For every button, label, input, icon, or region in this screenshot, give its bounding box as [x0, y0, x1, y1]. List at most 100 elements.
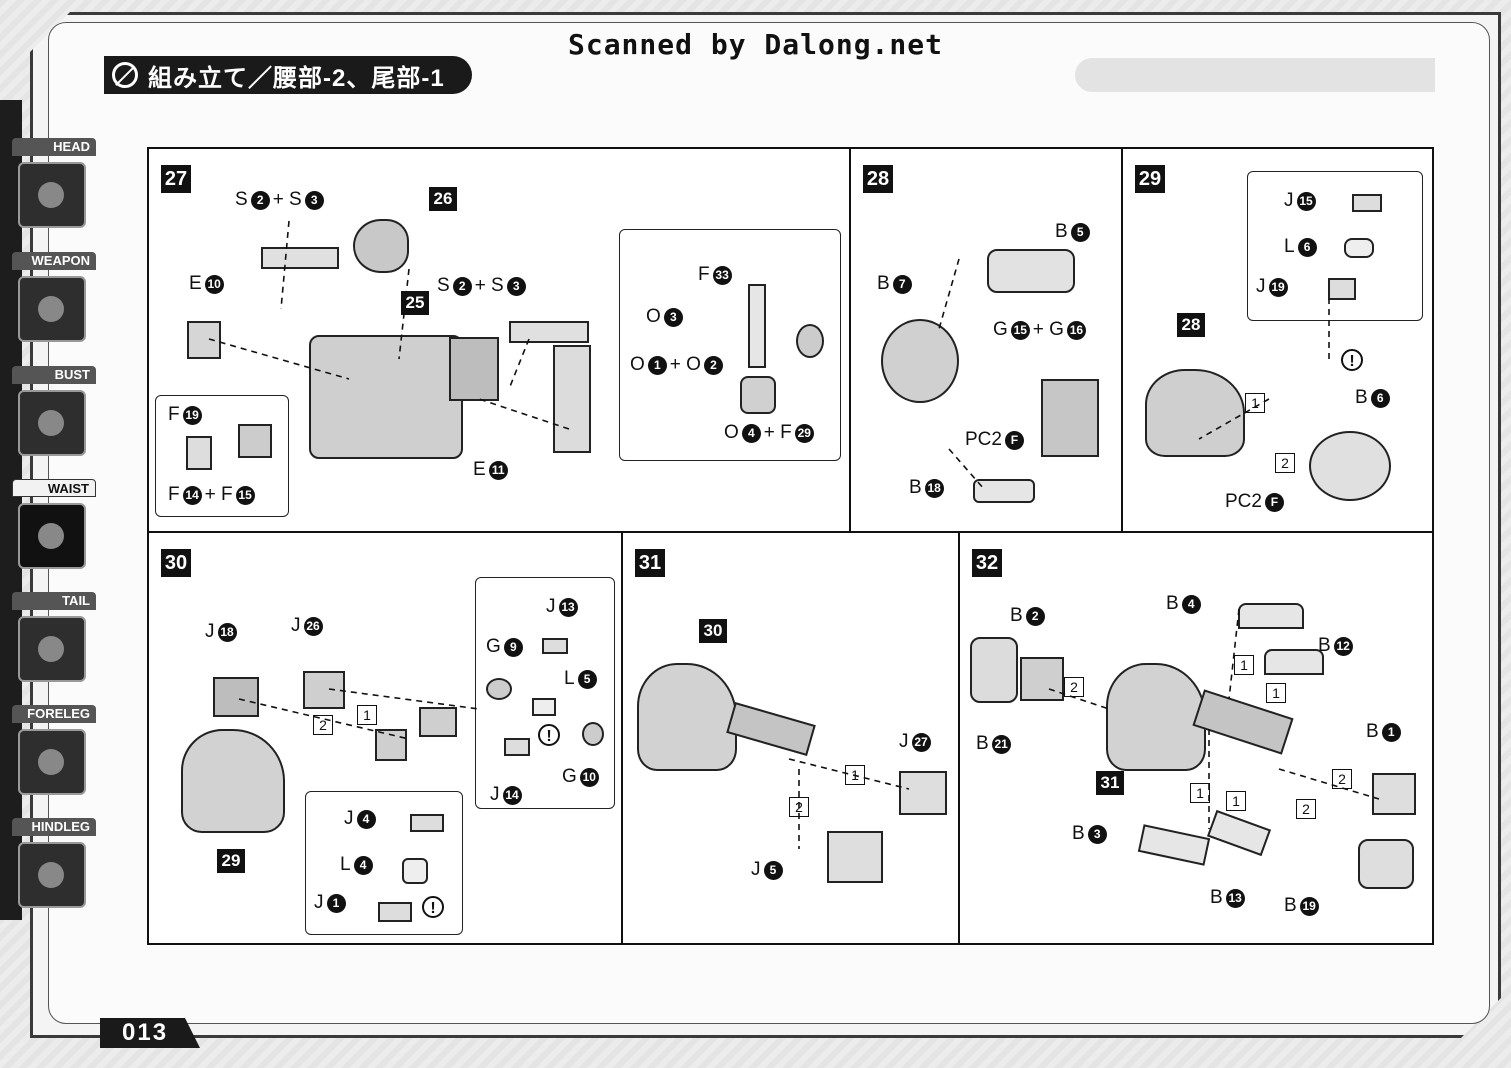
tab-label: BUST [12, 366, 96, 384]
part-drawing [419, 707, 457, 737]
sequence-marker: 2 [1275, 453, 1295, 473]
sidebar-tab-weapon[interactable]: WEAPON [10, 252, 100, 352]
step-ref-badge: 30 [699, 619, 727, 643]
tab-label: HINDLEG [12, 818, 96, 836]
part-drawing [553, 345, 591, 453]
part-drawing [486, 678, 512, 700]
tab-label: WEAPON [12, 252, 96, 270]
part-drawing [582, 722, 604, 746]
sidebar-tab-tail[interactable]: TAIL [10, 592, 100, 692]
part-drawing [740, 376, 776, 414]
part-drawing [973, 479, 1035, 503]
part-drawing [1328, 278, 1356, 300]
part-drawing [1238, 603, 1304, 629]
sequence-marker: 1 [1226, 791, 1246, 811]
waist-thumbnail-icon [18, 503, 86, 569]
compass-icon [112, 62, 138, 88]
sequence-marker: 1 [1266, 683, 1286, 703]
part-drawing [509, 321, 589, 343]
step-number: 30 [161, 549, 191, 577]
sidebar-tab-hindleg[interactable]: HINDLEG [10, 818, 100, 918]
section-title: 組み立て／腰部-2、尾部-1 [148, 64, 445, 92]
sequence-marker: 2 [789, 797, 809, 817]
part-drawing [1264, 649, 1324, 675]
part-drawing [303, 671, 345, 709]
step-ref-badge: 31 [1096, 771, 1124, 795]
tab-label: HEAD [12, 138, 96, 156]
weapon-thumbnail-icon [18, 276, 86, 342]
tab-label: WAIST [12, 479, 96, 497]
sidebar-tab-bust[interactable]: BUST [10, 366, 100, 466]
head-thumbnail-icon [18, 162, 86, 228]
mirrored-title-bleed [1075, 58, 1435, 92]
sequence-marker: 1 [357, 705, 377, 725]
step-number: 28 [863, 165, 893, 193]
page-number: 013 [100, 1018, 200, 1048]
part-drawing [1106, 663, 1206, 771]
part-drawing [1352, 194, 1382, 212]
part-drawing [378, 902, 412, 922]
part-drawing [410, 814, 444, 832]
part-drawing [726, 702, 816, 756]
step-number: 29 [1135, 165, 1165, 193]
part-drawing [827, 831, 883, 883]
step-number: 27 [161, 165, 191, 193]
part-drawing [1206, 809, 1272, 857]
part-drawing [796, 324, 824, 358]
part-drawing [1309, 431, 1391, 501]
part-drawing [1137, 824, 1211, 866]
sidebar-tab-waist[interactable]: WAIST [10, 479, 100, 579]
hindleg-thumbnail-icon [18, 842, 86, 908]
sequence-marker: 2 [1332, 769, 1352, 789]
part-drawing [1358, 839, 1414, 889]
part-drawing [987, 249, 1075, 293]
step-ref-badge: 26 [429, 187, 457, 211]
step-number: 31 [635, 549, 665, 577]
scan-credit: Scanned by Dalong.net [567, 28, 943, 61]
step-ref-badge: 28 [1177, 313, 1205, 337]
sidebar-tab-foreleg[interactable]: FORELEG [10, 705, 100, 805]
waist-assembly-drawing [309, 335, 463, 459]
sequence-marker: 1 [1245, 393, 1265, 413]
part-drawing [186, 436, 212, 470]
sidebar-tab-head[interactable]: HEAD [10, 138, 100, 238]
tail-thumbnail-icon [18, 616, 86, 682]
part-drawing [1145, 369, 1245, 457]
part-drawing [637, 663, 737, 771]
part-drawing [1020, 657, 1064, 701]
step-ref-badge: 25 [401, 291, 429, 315]
sequence-marker: 1 [845, 765, 865, 785]
part-drawing [187, 321, 221, 359]
section-title-bar: 組み立て／腰部-2、尾部-1 [104, 56, 472, 94]
